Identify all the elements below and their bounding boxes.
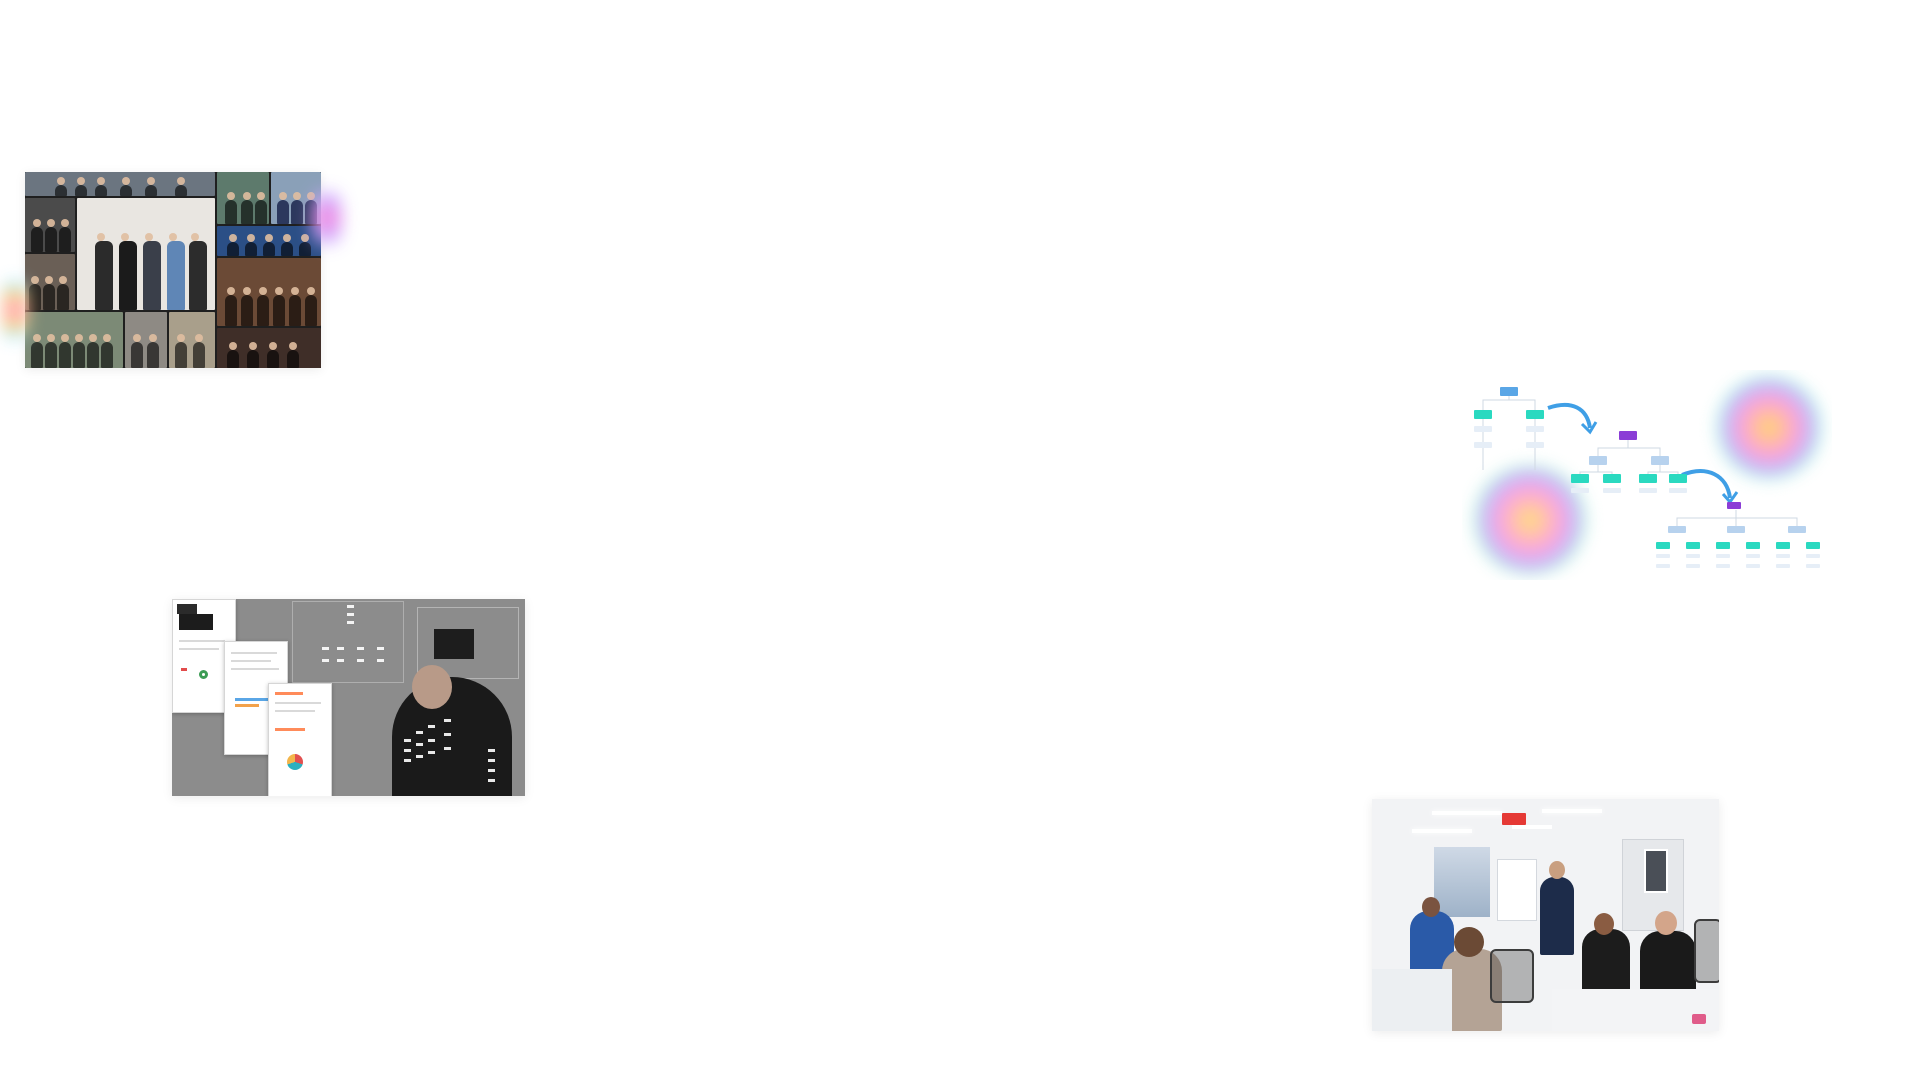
report-page	[268, 683, 332, 796]
collage-photo	[25, 172, 215, 196]
org-node	[1806, 554, 1820, 558]
collage-photo	[25, 312, 123, 368]
collage-photo	[25, 198, 75, 252]
org-node	[1746, 564, 1760, 568]
org-node	[1571, 474, 1589, 483]
org-node	[1686, 554, 1700, 558]
org-node	[1474, 426, 1492, 432]
org-node	[1806, 542, 1820, 549]
presentation-dashboard-image	[172, 599, 525, 796]
org-node	[1639, 474, 1657, 483]
collage-photo	[169, 312, 215, 368]
org-node	[1526, 410, 1544, 419]
org-node	[1716, 564, 1730, 568]
org-node	[1500, 387, 1518, 396]
glow-decoration	[1470, 465, 1590, 575]
glow-decoration	[312, 178, 342, 258]
org-node	[1656, 542, 1670, 549]
presenter-person	[392, 677, 512, 796]
org-node	[1776, 542, 1790, 549]
org-node	[1656, 564, 1670, 568]
glow-decoration	[1714, 375, 1824, 480]
team-photo-collage	[25, 172, 321, 368]
org-node	[1776, 554, 1790, 558]
collage-photo	[217, 258, 321, 326]
org-node	[1776, 564, 1790, 568]
org-node	[1589, 456, 1607, 465]
org-node	[1746, 554, 1760, 558]
org-node	[1746, 542, 1760, 549]
org-node	[1716, 542, 1730, 549]
arrow-icon	[1681, 469, 1732, 499]
org-node	[1619, 431, 1637, 440]
collage-photo	[217, 226, 321, 256]
collage-photo	[77, 198, 215, 310]
org-node	[1686, 542, 1700, 549]
org-node	[1474, 410, 1492, 419]
collage-photo	[217, 172, 269, 224]
org-node	[1603, 474, 1621, 483]
org-node	[1526, 442, 1544, 448]
org-node	[1474, 442, 1492, 448]
org-node	[1603, 488, 1621, 493]
org-node	[1651, 456, 1669, 465]
org-node	[1788, 526, 1806, 533]
glow-decoration	[2, 270, 28, 350]
org-node	[1526, 426, 1544, 432]
org-node	[1716, 554, 1730, 558]
org-node	[1686, 564, 1700, 568]
collage-photo	[25, 254, 75, 310]
office-meeting-photo	[1372, 799, 1719, 1031]
projected-chart	[292, 601, 404, 683]
org-node	[1639, 488, 1657, 493]
org-node	[1668, 526, 1686, 533]
collage-photo	[125, 312, 167, 368]
org-node	[1669, 474, 1687, 483]
org-node	[1806, 564, 1820, 568]
collage-photo	[271, 172, 321, 224]
collage-photo	[217, 328, 321, 368]
org-node	[1656, 554, 1670, 558]
exit-sign-icon	[1502, 813, 1526, 825]
org-chart-diagram	[1462, 370, 1832, 580]
org-node	[1669, 488, 1687, 493]
org-node	[1727, 502, 1741, 509]
presenter-person	[1540, 877, 1574, 955]
org-node	[1727, 526, 1745, 533]
arrow-icon	[1547, 402, 1592, 429]
org-node	[1571, 488, 1589, 493]
